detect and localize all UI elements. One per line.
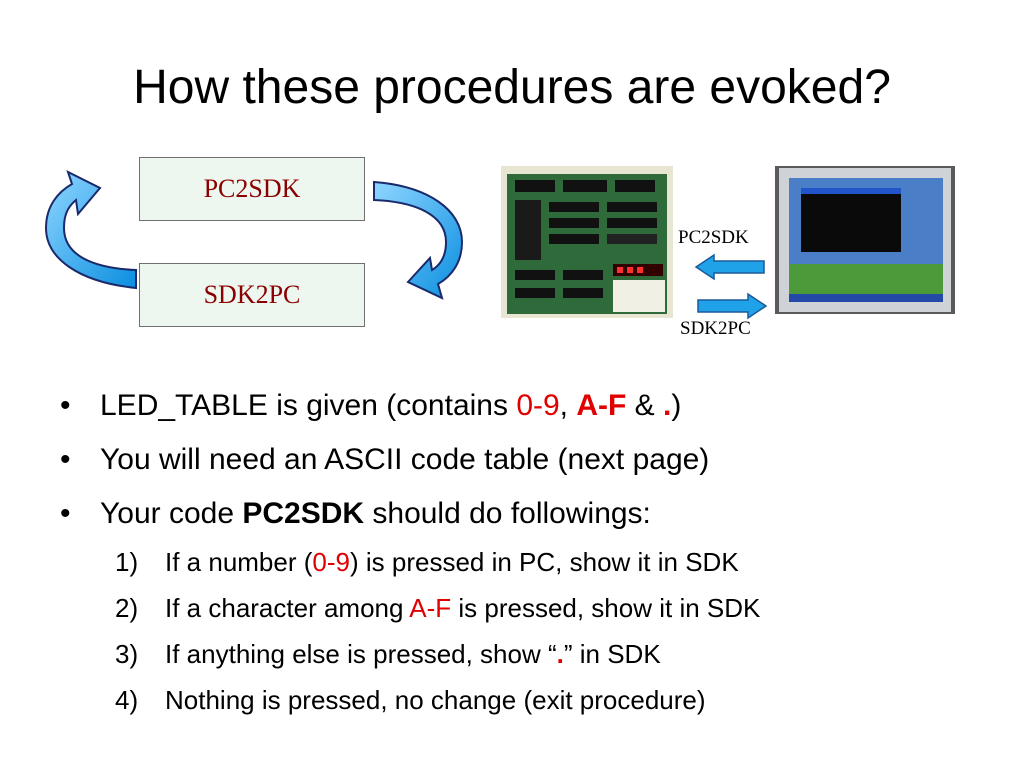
pc2sdk-box-label: PC2SDK bbox=[203, 174, 301, 203]
step-text: If a character among bbox=[165, 593, 410, 623]
digit-range: 0-9 bbox=[312, 547, 350, 577]
bullet-item: • You will need an ASCII code table (nex… bbox=[60, 442, 1000, 478]
pc2sdk-box: PC2SDK bbox=[139, 157, 365, 221]
bullet-marker: • bbox=[60, 497, 71, 530]
closing-paren: ) bbox=[671, 389, 682, 422]
bullet-item: • Your code PC2SDK should do followings: bbox=[60, 496, 1000, 532]
bullet-text: You will need an ASCII code table (next … bbox=[100, 443, 710, 476]
hex-range: A-F bbox=[576, 389, 627, 422]
sdk2pc-box-label: SDK2PC bbox=[203, 280, 301, 309]
step-item: 2) If a character among A-F is pressed, … bbox=[115, 592, 1015, 624]
flat-arrow-right-icon bbox=[697, 292, 768, 320]
step-number: 2) bbox=[115, 593, 139, 623]
flat-arrow-left-icon bbox=[694, 253, 765, 281]
dot-symbol: . bbox=[556, 639, 564, 669]
bullet-text: Your code bbox=[100, 497, 243, 530]
curved-arrow-left-icon bbox=[44, 170, 137, 290]
step-text: is pressed, show it in SDK bbox=[451, 593, 761, 623]
step-text: If a number ( bbox=[165, 547, 313, 577]
bullet-text: should do followings: bbox=[364, 497, 651, 530]
photo-label-sdk2pc: SDK2PC bbox=[680, 318, 751, 339]
bullet-marker: • bbox=[60, 443, 71, 476]
dot-symbol: . bbox=[663, 389, 672, 422]
procedure-name: PC2SDK bbox=[242, 497, 365, 530]
pc-monitor-photo bbox=[775, 166, 955, 314]
bullet-marker: • bbox=[60, 389, 71, 422]
separator: & bbox=[626, 389, 664, 422]
sdk2pc-box: SDK2PC bbox=[139, 263, 365, 327]
bullet-list: • LED_TABLE is given (contains 0-9, A-F … bbox=[60, 388, 1000, 550]
step-text: ) is pressed in PC, show it in SDK bbox=[349, 547, 739, 577]
sdk-board-photo bbox=[501, 166, 673, 318]
digit-range: 0-9 bbox=[516, 389, 560, 422]
step-item: 3) If anything else is pressed, show “.”… bbox=[115, 638, 1015, 670]
step-text: Nothing is pressed, no change (exit proc… bbox=[165, 685, 706, 715]
step-number: 1) bbox=[115, 547, 139, 577]
step-text: ” in SDK bbox=[563, 639, 661, 669]
step-number: 4) bbox=[115, 685, 139, 715]
hex-range: A-F bbox=[409, 593, 452, 623]
bullet-text: LED_TABLE is given (contains bbox=[100, 389, 517, 422]
step-text: If anything else is pressed, show “ bbox=[165, 639, 557, 669]
photo-label-pc2sdk: PC2SDK bbox=[678, 227, 749, 248]
curved-arrow-right-icon bbox=[373, 180, 464, 300]
slide-title: How these procedures are evoked? bbox=[133, 61, 891, 114]
separator: , bbox=[559, 389, 577, 422]
step-item: 4) Nothing is pressed, no change (exit p… bbox=[115, 684, 1015, 716]
step-list: 1) If a number (0-9) is pressed in PC, s… bbox=[115, 546, 1015, 730]
step-item: 1) If a number (0-9) is pressed in PC, s… bbox=[115, 546, 1015, 578]
bullet-item: • LED_TABLE is given (contains 0-9, A-F … bbox=[60, 388, 1000, 424]
step-number: 3) bbox=[115, 639, 139, 669]
